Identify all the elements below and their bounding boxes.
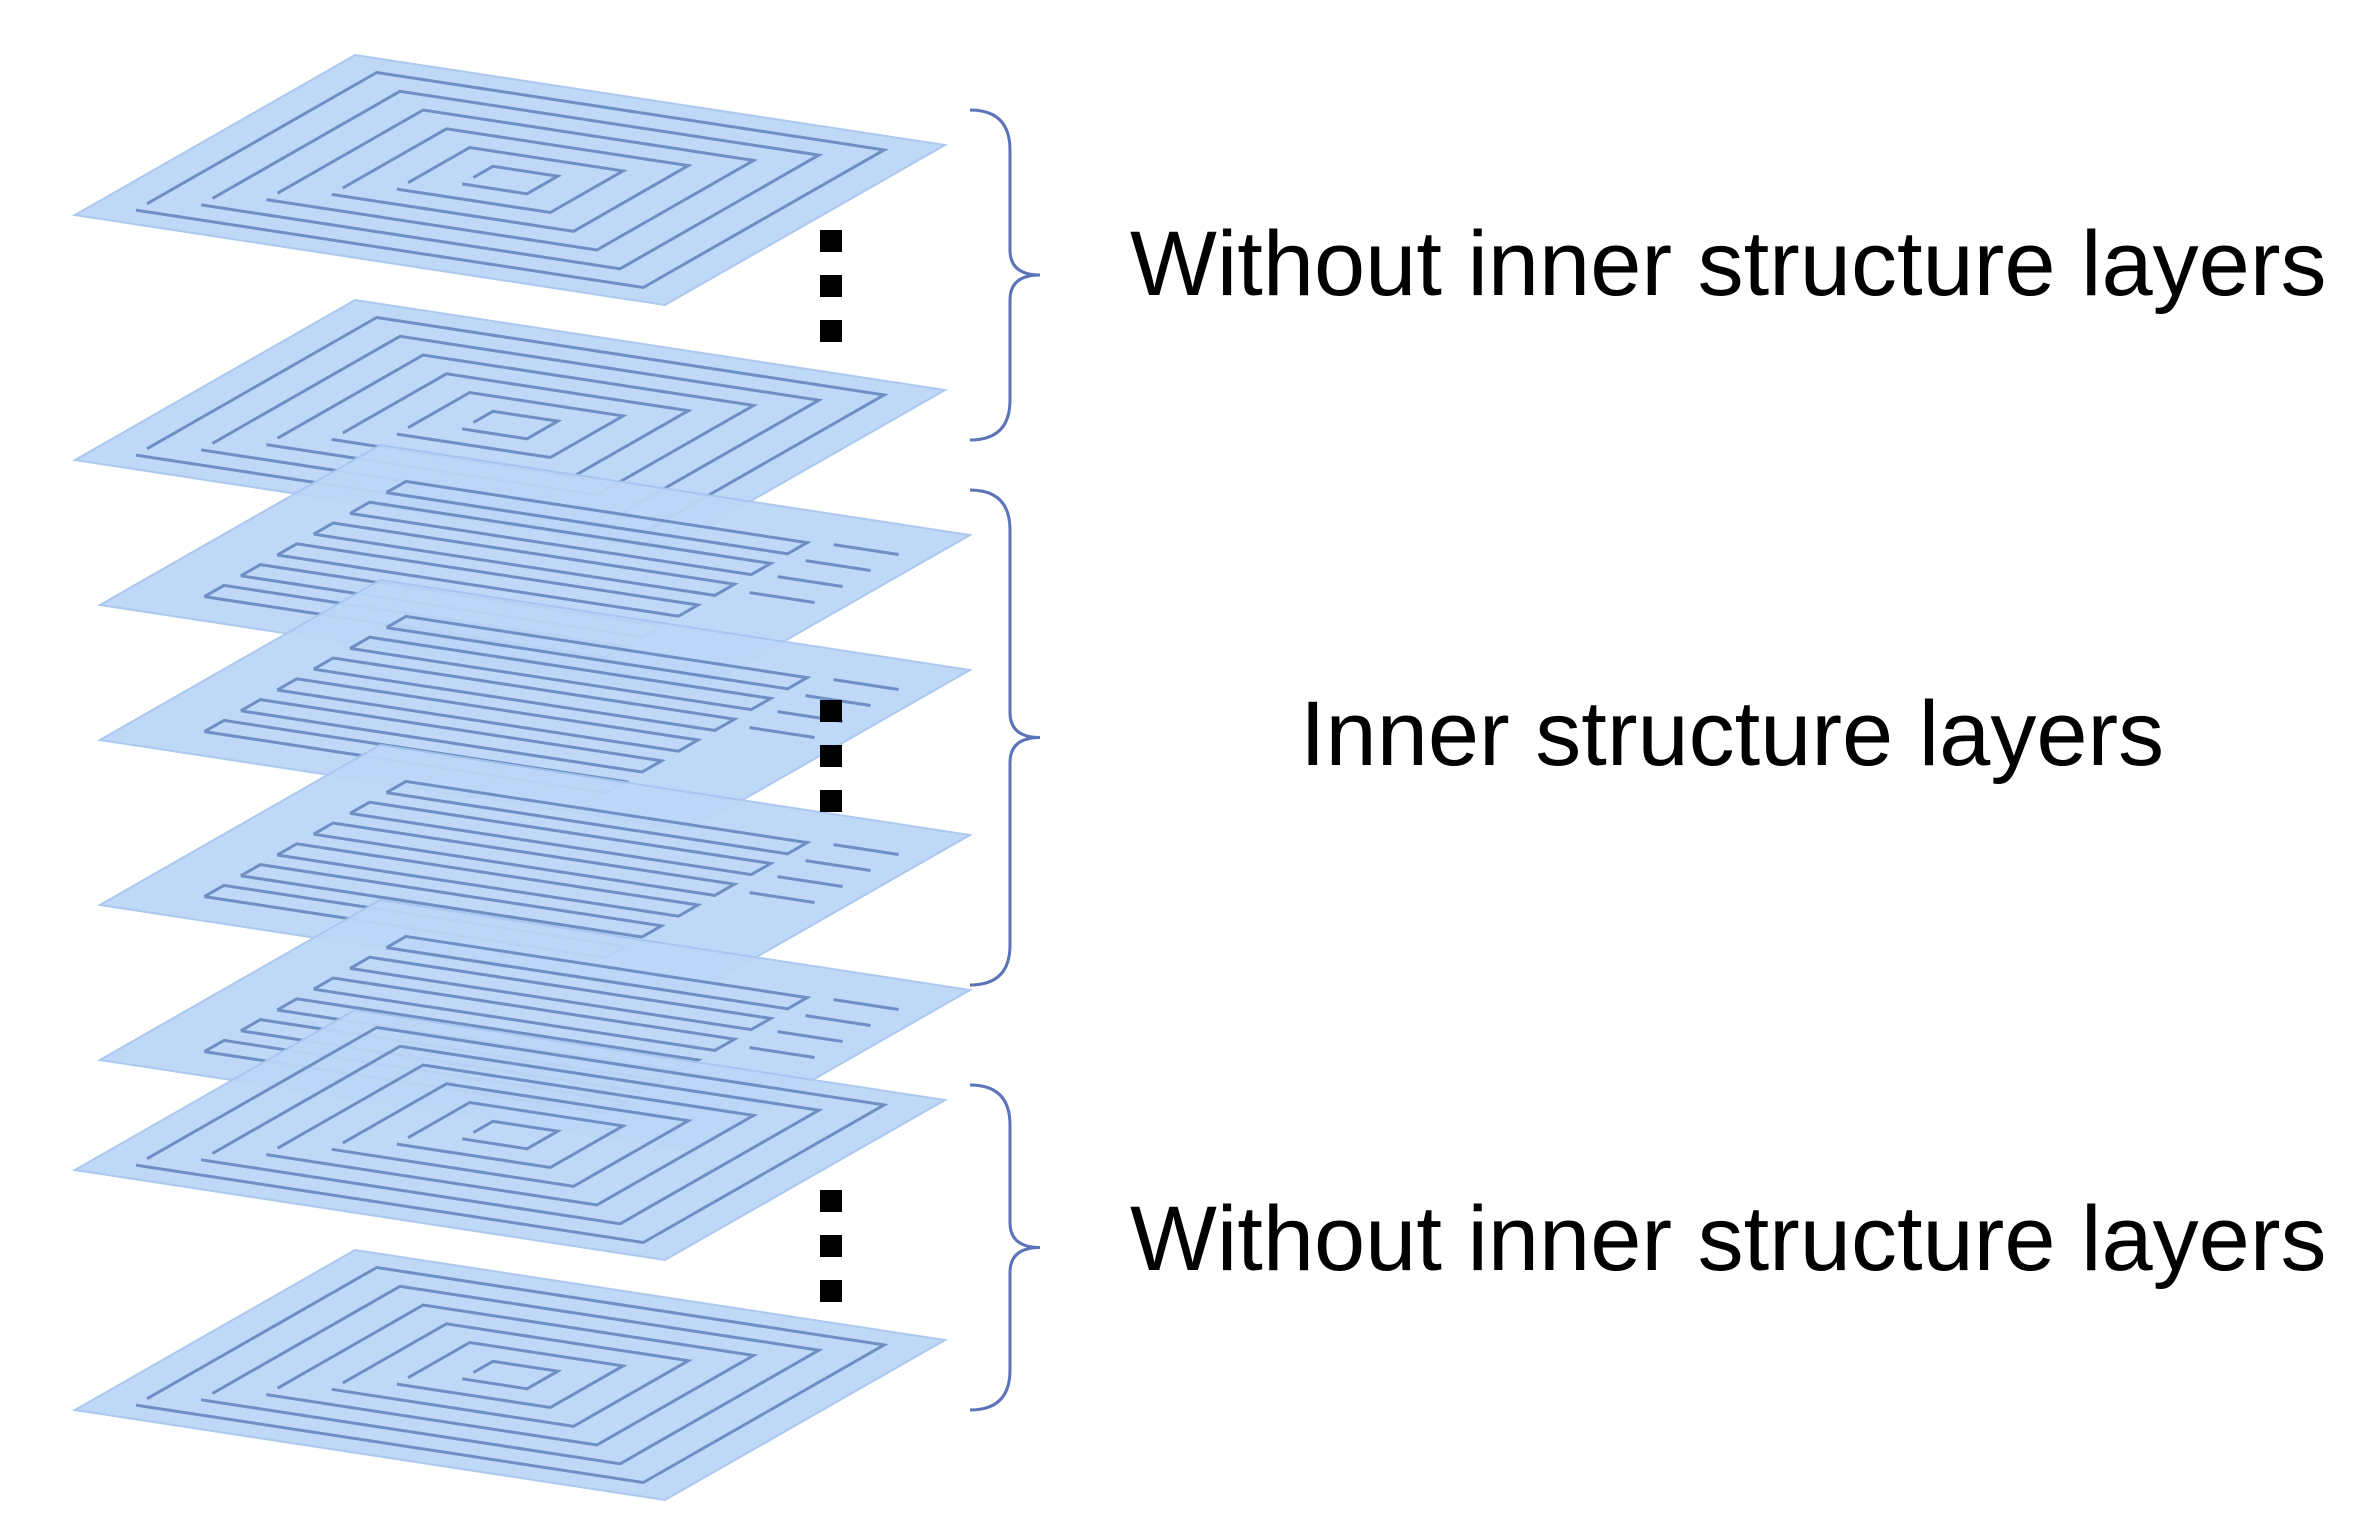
brace-bottom — [969, 1083, 1041, 1412]
spiral-trace — [135, 315, 889, 535]
ellipsis-dot — [820, 275, 842, 297]
ellipsis-2 — [820, 700, 842, 812]
ellipsis-dot — [820, 230, 842, 252]
ellipsis-markers — [820, 230, 842, 1302]
ellipsis-3 — [820, 1190, 842, 1302]
ellipsis-dot — [820, 745, 842, 767]
ellipsis-dot — [820, 700, 842, 722]
layer-stack — [72, 53, 973, 1502]
layer-8 — [72, 1248, 948, 1502]
ellipsis-dot — [820, 1190, 842, 1212]
ellipsis-dot — [820, 1280, 842, 1302]
top-group-label: Without inner structure layers — [1130, 213, 2326, 315]
spiral-trace — [135, 70, 889, 290]
ellipsis-dot — [820, 790, 842, 812]
layer-1 — [72, 53, 948, 307]
layer-sheet — [72, 53, 948, 307]
layer-5 — [97, 743, 973, 997]
middle-group-label: Inner structure layers — [1300, 683, 2164, 785]
brace-middle — [969, 488, 1041, 987]
layer-7 — [72, 1008, 948, 1262]
layer-sheet — [72, 1008, 948, 1262]
group-braces — [969, 108, 1041, 1412]
ellipsis-dot — [820, 1235, 842, 1257]
spiral-trace — [135, 1265, 889, 1485]
ellipsis-dot — [820, 320, 842, 342]
spiral-trace — [135, 1025, 889, 1245]
layer-sheet — [72, 1248, 948, 1502]
ellipsis-1 — [820, 230, 842, 342]
brace-top — [969, 108, 1041, 442]
bottom-group-label: Without inner structure layers — [1130, 1188, 2326, 1290]
